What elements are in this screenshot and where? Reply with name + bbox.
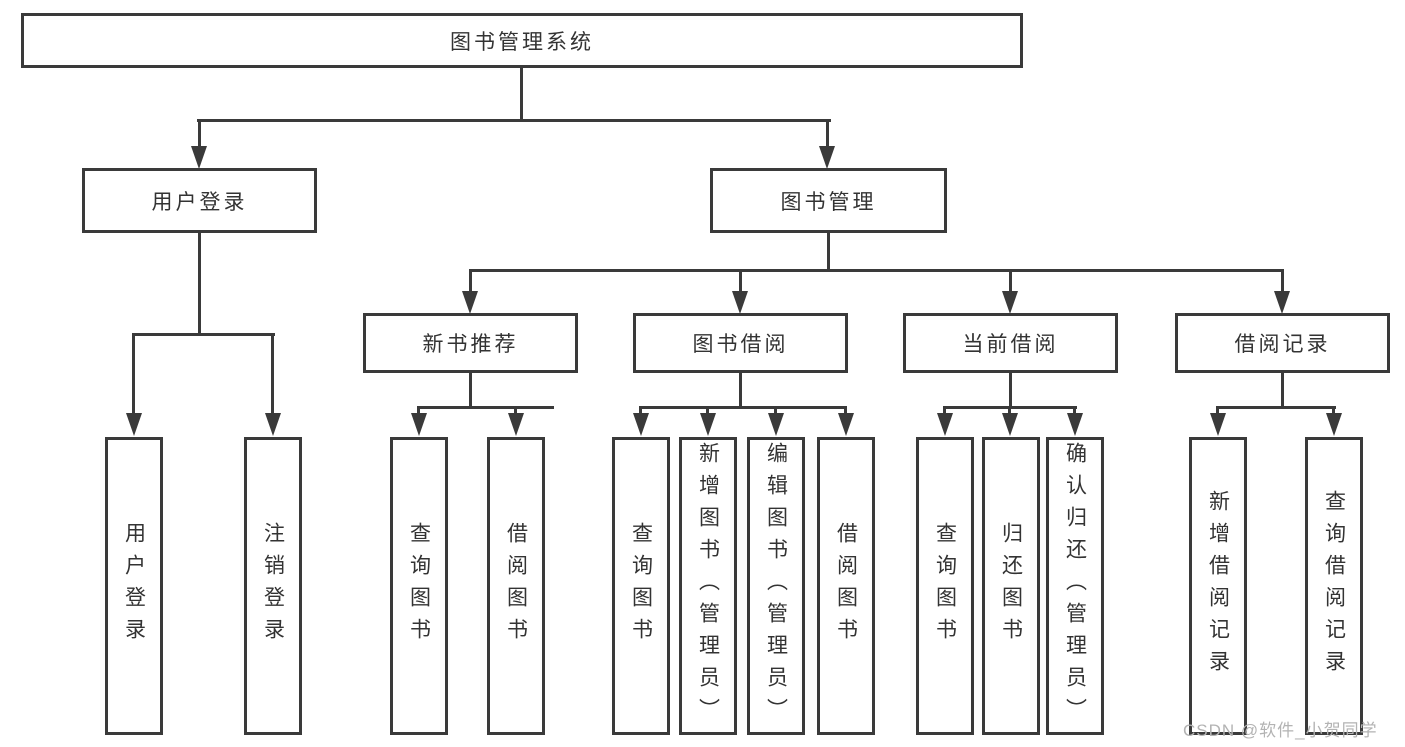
leaf-edit-books-admin-label: 编辑图书（管理员）: [764, 442, 788, 730]
arrow-down-icon: [126, 413, 142, 436]
leaf-query-books-borrow: 查询图书: [612, 437, 670, 735]
connector-line: [706, 406, 709, 415]
arrow-down-icon: [700, 413, 716, 436]
connector-line: [739, 373, 742, 409]
leaf-return-books: 归还图书: [982, 437, 1040, 735]
connector-line: [417, 406, 554, 409]
connector-line: [133, 333, 275, 336]
connector-line: [514, 406, 517, 415]
leaf-add-books-admin-label: 新增图书（管理员）: [696, 442, 720, 730]
leaf-borrow-books-recommend: 借阅图书: [487, 437, 545, 735]
arrow-down-icon: [265, 413, 281, 436]
node-book-management-label: 图书管理: [780, 190, 877, 214]
leaf-query-borrow-record-label: 查询借阅记录: [1322, 490, 1346, 682]
leaf-query-borrow-record: 查询借阅记录: [1305, 437, 1363, 735]
connector-line: [827, 233, 830, 272]
connector-line: [826, 119, 829, 148]
node-book-borrow-label: 图书借阅: [692, 333, 789, 356]
node-new-book-recommend: 新书推荐: [363, 313, 578, 373]
node-borrow-records-label: 借阅记录: [1234, 333, 1331, 356]
leaf-query-books-borrow-label: 查询图书: [629, 522, 653, 650]
node-new-book-recommend-label: 新书推荐: [422, 333, 519, 356]
node-user-login: 用户登录: [82, 168, 317, 233]
arrow-down-icon: [633, 413, 649, 436]
arrow-down-icon: [768, 413, 784, 436]
connector-line: [1216, 406, 1336, 409]
arrow-down-icon: [1002, 291, 1018, 314]
arrow-down-icon: [1326, 413, 1342, 436]
connector-line: [469, 269, 1284, 272]
node-current-borrow: 当前借阅: [903, 313, 1118, 373]
connector-line: [1332, 406, 1335, 415]
leaf-query-books-recommend: 查询图书: [390, 437, 448, 735]
connector-line: [1009, 373, 1012, 409]
connector-line: [1216, 406, 1219, 415]
arrow-down-icon: [508, 413, 524, 436]
leaf-add-borrow-record-label: 新增借阅记录: [1206, 490, 1230, 682]
leaf-query-books-current: 查询图书: [916, 437, 974, 735]
leaf-confirm-return-admin-label: 确认归还（管理员）: [1063, 442, 1087, 730]
leaf-borrow-books-label: 借阅图书: [834, 522, 858, 650]
arrow-down-icon: [1274, 291, 1290, 314]
leaf-add-borrow-record: 新增借阅记录: [1189, 437, 1247, 735]
connector-line: [943, 406, 946, 415]
connector-line: [774, 406, 777, 415]
connector-line: [844, 406, 847, 415]
leaf-query-books-recommend-label: 查询图书: [407, 522, 431, 650]
connector-line: [197, 119, 831, 122]
leaf-logout-label: 注销登录: [261, 522, 285, 650]
leaf-edit-books-admin: 编辑图书（管理员）: [747, 437, 805, 735]
leaf-user-login-label: 用户登录: [122, 522, 146, 650]
arrow-down-icon: [819, 146, 835, 169]
arrow-down-icon: [732, 291, 748, 314]
connector-line: [739, 269, 742, 292]
arrow-down-icon: [1210, 413, 1226, 436]
connector-line: [1009, 269, 1012, 292]
arrow-down-icon: [411, 413, 427, 436]
leaf-user-login: 用户登录: [105, 437, 163, 735]
connector-line: [198, 119, 201, 148]
watermark: CSDN @软件_小贺同学: [1183, 721, 1378, 740]
node-borrow-records: 借阅记录: [1175, 313, 1390, 373]
connector-line: [1281, 373, 1284, 409]
leaf-borrow-books-recommend-label: 借阅图书: [504, 522, 528, 650]
connector-line: [469, 269, 472, 292]
arrow-down-icon: [462, 291, 478, 314]
leaf-add-books-admin: 新增图书（管理员）: [679, 437, 737, 735]
leaf-logout: 注销登录: [244, 437, 302, 735]
connector-line: [639, 406, 847, 409]
arrow-down-icon: [191, 146, 207, 169]
arrow-down-icon: [838, 413, 854, 436]
arrow-down-icon: [1002, 413, 1018, 436]
arrow-down-icon: [937, 413, 953, 436]
node-current-borrow-label: 当前借阅: [962, 333, 1059, 356]
connector-line: [417, 406, 420, 415]
connector-line: [1073, 406, 1076, 415]
node-book-management: 图书管理: [710, 168, 947, 233]
leaf-borrow-books: 借阅图书: [817, 437, 875, 735]
connector-line: [198, 233, 201, 336]
connector-line: [1008, 406, 1011, 415]
connector-line: [1281, 269, 1284, 292]
node-root: 图书管理系统: [21, 13, 1023, 68]
connector-line: [639, 406, 642, 415]
connector-line: [520, 68, 523, 122]
connector-line: [132, 333, 135, 413]
arrow-down-icon: [1067, 413, 1083, 436]
leaf-return-books-label: 归还图书: [999, 522, 1023, 650]
leaf-confirm-return-admin: 确认归还（管理员）: [1046, 437, 1104, 735]
connector-line: [469, 373, 472, 409]
leaf-query-books-current-label: 查询图书: [933, 522, 957, 650]
node-book-borrow: 图书借阅: [633, 313, 848, 373]
connector-line: [271, 333, 274, 413]
node-user-login-label: 用户登录: [151, 190, 248, 214]
node-root-label: 图书管理系统: [450, 30, 594, 54]
